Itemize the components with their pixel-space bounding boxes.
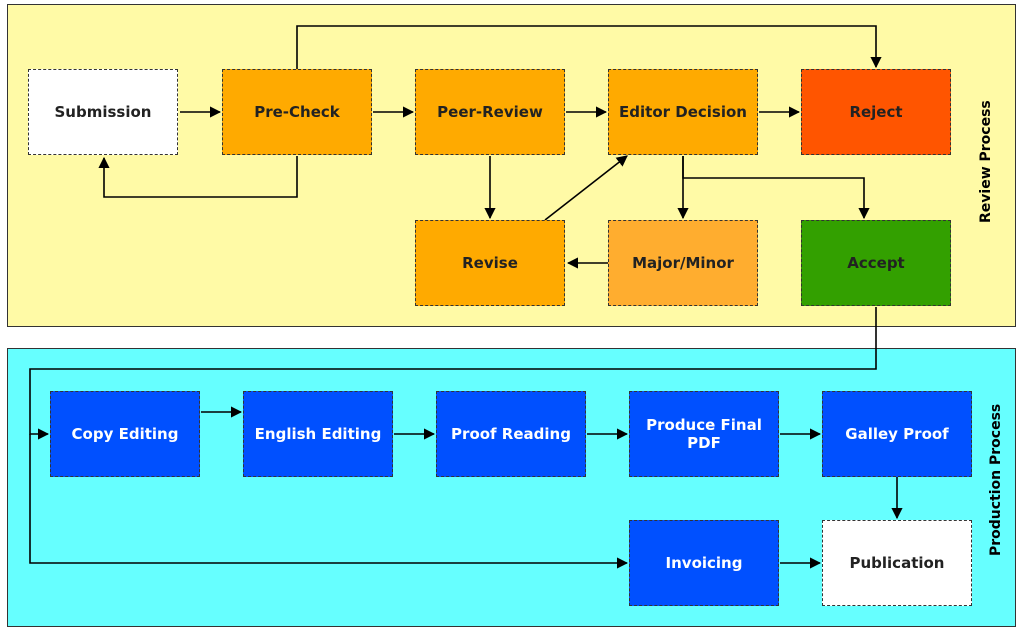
edge-revise-to-editor-decision: [544, 155, 628, 221]
editor-decision-node[interactable]: Editor Decision: [608, 69, 758, 155]
publication-node[interactable]: Publication: [822, 520, 972, 606]
proof-reading-node[interactable]: Proof Reading: [436, 391, 586, 477]
english-editing-node[interactable]: English Editing: [243, 391, 393, 477]
edge-pre-check-to-reject: [296, 25, 882, 69]
pre-check-node[interactable]: Pre-Check: [222, 69, 372, 155]
reject-node[interactable]: Reject: [801, 69, 951, 155]
edge-pre-check-to-submission: [98, 156, 298, 198]
produce-final-pdf-node[interactable]: Produce Final PDF: [629, 391, 779, 477]
submission-node[interactable]: Submission: [28, 69, 178, 155]
copy-editing-node[interactable]: Copy Editing: [50, 391, 200, 477]
edge-accept-to-copy-editing: [29, 307, 877, 440]
revise-node[interactable]: Revise: [415, 220, 565, 306]
peer-review-node[interactable]: Peer-Review: [415, 69, 565, 155]
production-process-label: Production Process: [988, 403, 1004, 556]
edge-editor-decision-to-accept: [682, 156, 870, 220]
review-process-label: Review Process: [978, 100, 994, 223]
galley-proof-node[interactable]: Galley Proof: [822, 391, 972, 477]
edge-accept-to-invoicing: [29, 434, 629, 569]
major-minor-node[interactable]: Major/Minor: [608, 220, 758, 306]
invoicing-node[interactable]: Invoicing: [629, 520, 779, 606]
accept-node[interactable]: Accept: [801, 220, 951, 306]
